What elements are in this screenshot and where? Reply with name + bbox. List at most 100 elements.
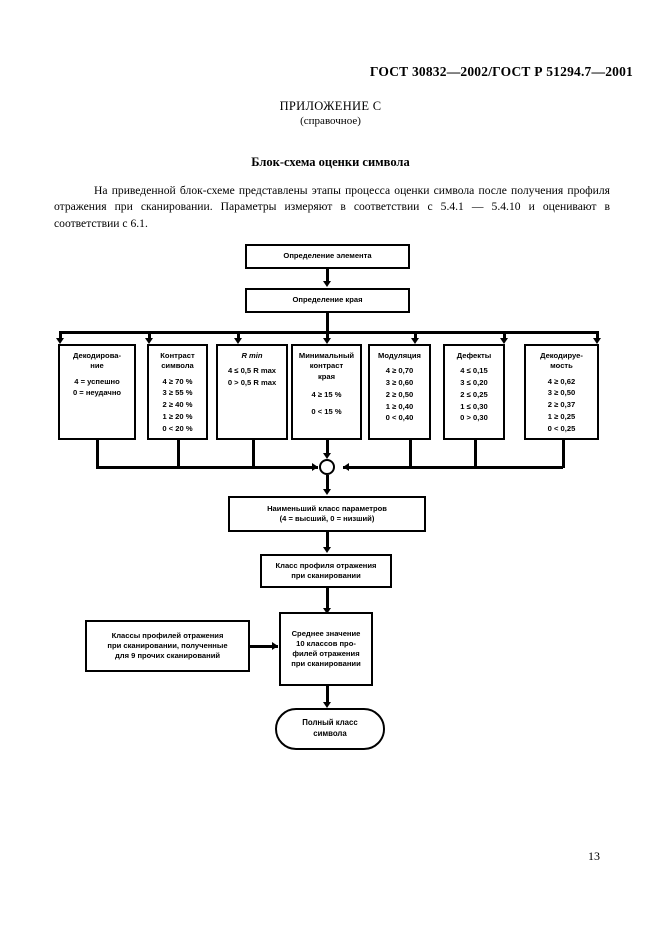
merge-line-r-min <box>252 440 255 468</box>
param-decodability-grade-0: 4 ≥ 0,62 <box>547 376 576 386</box>
param-defects-grade-1: 3 ≤ 0,20 <box>460 378 488 388</box>
distribution-bus <box>59 331 598 334</box>
branch-line-modulation <box>414 331 417 340</box>
arrow-down-icon-decodability <box>593 338 601 344</box>
section-title: Блок-схема оценки символа <box>251 155 410 169</box>
page-number: 13 <box>588 849 600 863</box>
arrow-down-icon-average-to-full-class <box>323 702 331 708</box>
node-edge-determination: Определение края <box>245 288 410 313</box>
branch-line-r-min <box>237 331 240 340</box>
node-full-symbol-class-line1: Полный класс <box>302 718 358 728</box>
param-r-min-title-line1: R min <box>241 351 263 360</box>
merge-bus-right <box>343 466 563 469</box>
param-decodability-title-line1: Декодируе- <box>540 351 583 360</box>
arrow-down-icon-r-min <box>234 338 242 344</box>
param-decodability-grade-2: 2 ≥ 0,37 <box>547 400 576 410</box>
param-decodability-title-line2: мость <box>550 361 573 371</box>
param-decoding-grade-1: 0 = неудачно <box>72 388 122 398</box>
param-minimal-edge-contrast-title-line3: края <box>317 371 336 381</box>
node-average-class-line4: при сканировании <box>291 659 361 669</box>
node-scan-reflectance-class-line2: при сканировании <box>291 571 361 580</box>
param-modulation-title-line1: Модуляция <box>378 351 421 360</box>
standard-reference-header: ГОСТ 30832—2002/ГОСТ Р 51294.7—2001 <box>369 64 633 79</box>
param-symbol-contrast-grade-3: 1 ≥ 20 % <box>162 411 193 421</box>
arrow-down-icon-defects <box>500 338 508 344</box>
connector-other-scans-to-average <box>250 645 278 648</box>
node-other-scan-classes-line1: Классы профилей отражения <box>111 630 224 640</box>
branch-line-symbol-contrast <box>148 331 151 340</box>
connector-merge-to-lowest-class <box>326 475 329 491</box>
param-modulation-grade-0: 4 ≥ 0,70 <box>385 366 414 376</box>
param-minimal-edge-contrast-title-line2: контраст <box>309 361 344 371</box>
node-scan-reflectance-class-line1: Класс профиля отражения <box>275 560 377 570</box>
node-full-symbol-class-line2: символа <box>313 729 347 738</box>
node-lowest-param-class-line1: Наименьший класс параметров <box>267 503 387 513</box>
param-defects-title-line1: Дефекты <box>456 351 492 360</box>
node-average-class: Среднее значение 10 классов про- филей о… <box>279 612 373 686</box>
branch-line-minimal-edge-contrast <box>326 331 329 340</box>
param-decoding-title-line1: Декодирова- <box>72 351 122 360</box>
param-minimal-edge-contrast-grade-0: 4 ≥ 15 % <box>311 389 342 399</box>
arrow-right-icon-other-scans-to-average <box>272 642 278 650</box>
param-box-defects: Дефекты 4 ≤ 0,15 3 ≤ 0,20 2 ≤ 0,25 1 ≤ 0… <box>443 344 505 440</box>
param-symbol-contrast-grade-1: 3 ≥ 55 % <box>162 388 193 398</box>
connector-scan-class-to-average <box>326 588 329 610</box>
node-other-scan-classes-line3: для 9 прочих сканирований <box>114 651 221 661</box>
param-r-min-grade-1: 0 > 0,5 R max <box>227 378 277 388</box>
param-r-min-grade-0: 4 ≤ 0,5 R max <box>227 366 277 376</box>
node-other-scan-classes-line2: при сканировании, полученные <box>107 640 228 650</box>
param-box-modulation: Модуляция 4 ≥ 0,70 3 ≥ 0,60 2 ≥ 0,50 1 ≥… <box>368 344 431 440</box>
node-scan-reflectance-class: Класс профиля отражения при сканировании <box>260 554 392 588</box>
param-decodability-grade-4: 0 < 0,25 <box>547 423 576 433</box>
merge-line-defects <box>474 440 477 468</box>
merge-line-minimal-edge-contrast <box>326 440 329 456</box>
node-full-symbol-class: Полный класс символа <box>275 708 385 750</box>
arrow-down-icon-merge-to-lowest-class <box>323 489 331 495</box>
param-defects-grade-3: 1 ≤ 0,30 <box>460 401 488 411</box>
merge-line-decodability <box>562 440 565 468</box>
param-symbol-contrast-title-line1: Контраст <box>160 351 195 360</box>
arrow-down-icon-merge-center <box>323 453 331 459</box>
arrow-down-icon-decoding <box>56 338 64 344</box>
arrow-down-icon-symbol-contrast <box>145 338 153 344</box>
annex-subtitle: (справочное) <box>300 115 361 127</box>
node-average-class-line2: 10 классов про- <box>296 638 356 648</box>
annex-title: ПРИЛОЖЕНИЕ С <box>279 99 382 113</box>
connector-element-to-edge <box>326 269 329 283</box>
param-symbol-contrast-grade-0: 4 ≥ 70 % <box>162 376 193 386</box>
connector-edge-to-bus <box>326 313 329 333</box>
arrow-down-icon-element-to-edge <box>323 281 331 287</box>
param-decoding-grade-0: 4 = успешно <box>74 376 120 386</box>
arrow-down-icon-minimal-edge-contrast <box>323 338 331 344</box>
param-box-decoding: Декодирова- ние 4 = успешно 0 = неудачно <box>58 344 136 440</box>
param-box-r-min: R min 4 ≤ 0,5 R max 0 > 0,5 R max <box>216 344 288 440</box>
param-symbol-contrast-title-line2: символа <box>161 361 194 371</box>
node-element-determination: Определение элемента <box>245 244 410 269</box>
param-minimal-edge-contrast-grade-1: 0 < 15 % <box>311 407 342 417</box>
annex-heading-block: ПРИЛОЖЕНИЕ С (справочное) <box>0 99 661 127</box>
node-edge-determination-label: Определение края <box>292 295 363 305</box>
intro-paragraph: На приведенной блок-схеме представлены э… <box>54 184 610 230</box>
node-lowest-param-class: Наименьший класс параметров (4 = высший,… <box>228 496 426 532</box>
branch-line-decoding <box>59 331 62 340</box>
param-modulation-grade-4: 0 < 0,40 <box>385 413 414 423</box>
param-modulation-grade-3: 1 ≥ 0,40 <box>385 401 414 411</box>
param-minimal-edge-contrast-title-line1: Минимальный <box>298 351 355 360</box>
arrow-down-icon-scan-class-to-average <box>323 608 331 614</box>
param-decoding-title-line2: ние <box>90 361 104 371</box>
node-average-class-line3: филей отражения <box>292 649 360 658</box>
node-average-class-line1: Среднее значение <box>291 628 361 638</box>
param-decodability-grade-1: 3 ≥ 0,50 <box>547 388 576 398</box>
param-defects-grade-2: 2 ≤ 0,25 <box>460 389 488 399</box>
arrow-left-icon-merge-right <box>343 463 349 471</box>
param-modulation-grade-2: 2 ≥ 0,50 <box>385 389 414 399</box>
arrow-down-icon-lowest-to-scan-class <box>323 547 331 553</box>
branch-line-decodability <box>596 331 599 340</box>
arrow-right-icon-merge-left <box>312 463 318 471</box>
param-decodability-grade-3: 1 ≥ 0,25 <box>547 411 576 421</box>
branch-line-defects <box>503 331 506 340</box>
param-defects-grade-0: 4 ≤ 0,15 <box>460 366 488 376</box>
node-merge-connector <box>319 459 335 475</box>
param-symbol-contrast-grade-4: 0 < 20 % <box>162 423 193 433</box>
